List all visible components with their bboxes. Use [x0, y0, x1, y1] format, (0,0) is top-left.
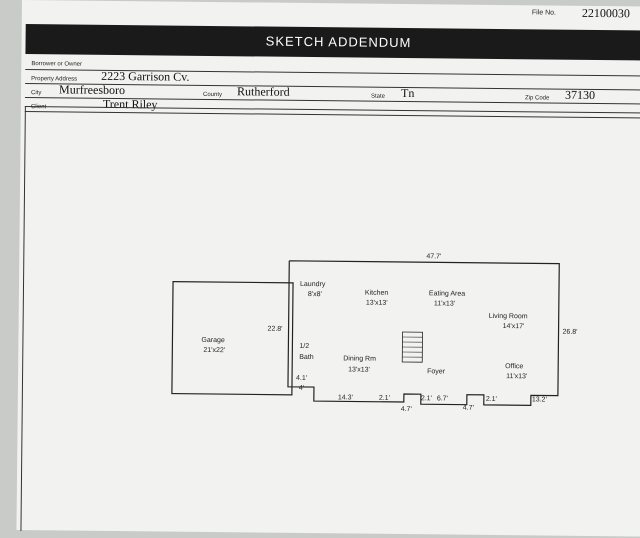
room-name: Dining Rm [343, 355, 376, 362]
garage-dimension: 22.8' [268, 326, 283, 333]
bottom-dimension: 2.1' [379, 395, 390, 402]
room-name: Kitchen [365, 290, 389, 297]
room-size: 11'x13' [434, 300, 455, 307]
bottom-dimension: 4' [299, 385, 304, 392]
room-size: 13'x13' [366, 300, 388, 307]
room-name: Living Room [489, 313, 528, 320]
room-name: Eating Area [429, 290, 465, 297]
room-name: Laundry [300, 281, 326, 288]
house-outline [288, 261, 559, 406]
room-name: Foyer [427, 368, 446, 375]
room-size: 13'x13' [348, 366, 370, 373]
bottom-dimension: 2.1' [486, 396, 497, 403]
room-size: 11'x13' [506, 373, 527, 380]
room-size: 21'x22' [203, 347, 225, 354]
room-name: Garage [201, 337, 225, 344]
bottom-dimension: 4.7' [401, 406, 412, 413]
room-size: Bath [299, 354, 314, 361]
room-size: 8'x8' [308, 291, 322, 298]
room-size: 14'x17' [503, 323, 525, 330]
stairs-icon [402, 332, 422, 362]
bottom-dimension: 4.7' [463, 405, 474, 412]
bottom-dimension: 2.1' [421, 395, 432, 402]
bottom-dimension: 4.1' [296, 375, 307, 382]
bottom-dimension: 6.7' [437, 395, 448, 402]
garage-outline [172, 282, 293, 395]
bottom-dimension: 13.2' [532, 396, 547, 403]
floor-plan-sketch: 47.7' 26.8' 22.8' Laundry 8'x8' Kitchen … [16, 0, 640, 537]
room-name: Office [505, 363, 523, 370]
right-dimension: 26.8' [563, 329, 578, 336]
top-dimension: 47.7' [426, 253, 441, 260]
sketch-addendum-page: File No. 22100030 SKETCH ADDENDUM Borrow… [16, 0, 640, 537]
bottom-dimension: 14.3' [338, 394, 353, 401]
room-name: 1/2 [299, 343, 309, 350]
